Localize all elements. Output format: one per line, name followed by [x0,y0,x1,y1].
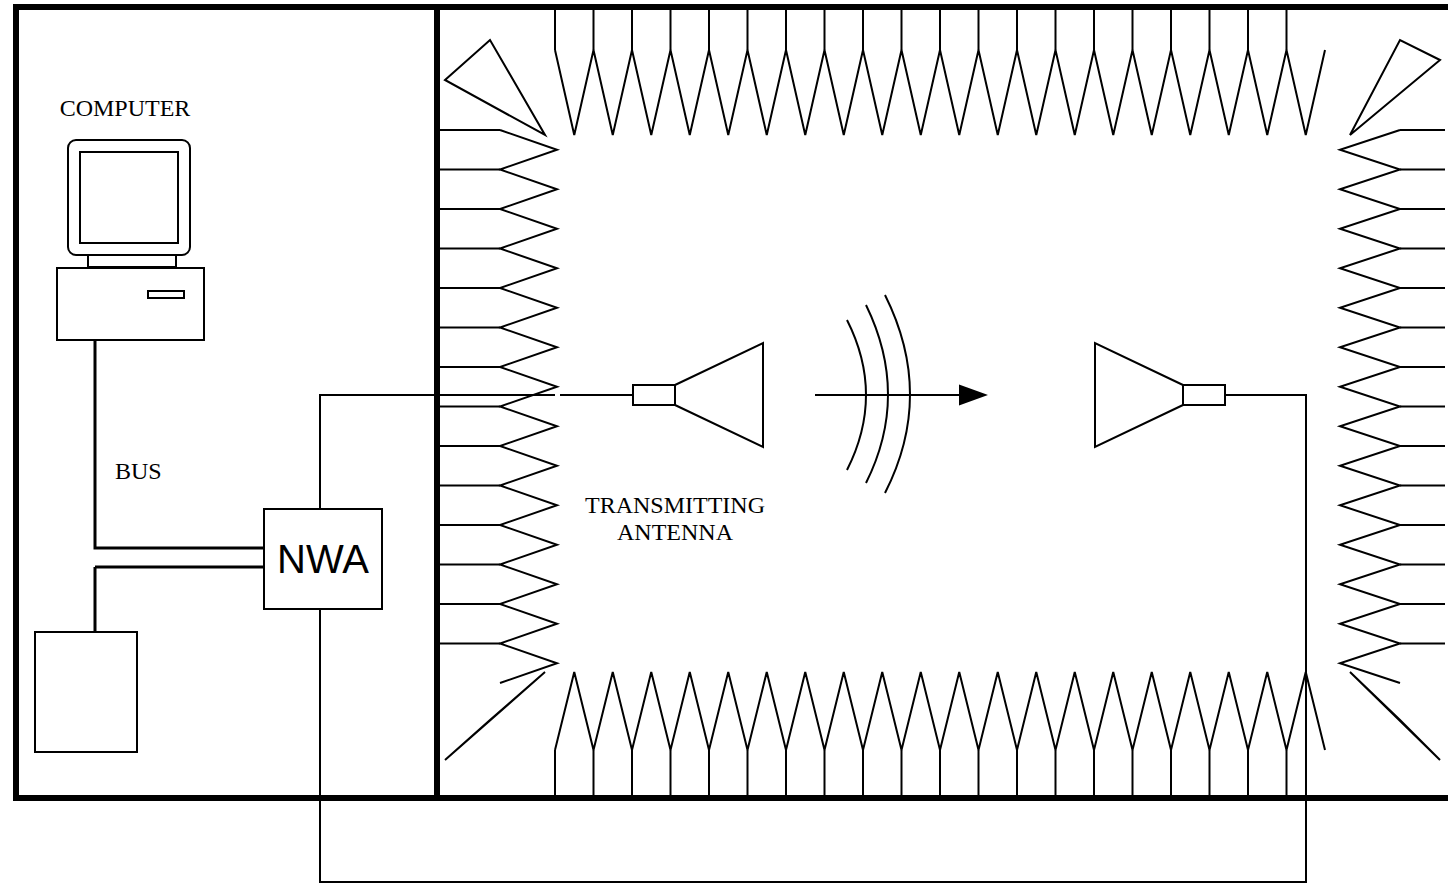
absorber-cone [1093,10,1095,50]
absorber-cone [1400,129,1445,131]
absorber-cone [708,10,710,50]
bus-connector [95,340,263,548]
absorber-cone [747,750,749,795]
computer-unit: COMPUTER [40,95,210,340]
absorber-cone [670,10,672,50]
absorber-cone [708,750,710,795]
absorber-cone [440,208,500,210]
absorber-cone [1247,10,1249,50]
absorber-cone [555,672,1325,750]
absorber-cone [440,129,500,131]
absorber-cone [554,750,556,795]
absorber-cone [824,750,826,795]
absorber-cone [1170,750,1172,795]
transmit-horn [560,343,763,447]
absorber-cone [1016,750,1018,795]
absorber-cone [1400,169,1445,171]
absorber-cone [747,10,749,50]
corner-absorber [445,40,545,135]
absorber-cone [824,10,826,50]
absorber-cone [1400,564,1445,566]
absorber-cone [1209,750,1211,795]
absorber-cone [670,750,672,795]
cable-connector [320,395,555,508]
absorber-cone [440,287,500,289]
absorber-cone [1400,248,1445,250]
absorber-cone [555,50,1325,135]
peripheral-box [35,632,137,752]
absorber-cone [1286,750,1288,795]
absorber-cone [1400,327,1445,329]
room-frame [16,7,1448,798]
absorber-cone [978,750,980,795]
bus-line [95,567,263,632]
absorber-cone [631,750,633,795]
chamber-wall [434,7,440,798]
absorber-cone [1132,10,1134,50]
absorber-cone [939,750,941,795]
absorber-cone [554,10,556,50]
corner-absorber [1350,40,1440,135]
absorber-cone [901,10,903,50]
absorber-cone [862,750,864,795]
absorber-cone [500,130,557,683]
absorber-cone [440,445,500,447]
absorber-cone [1400,287,1445,289]
absorber-cone [785,10,787,50]
edge-label: BUS [113,458,164,485]
absorber-cone [785,750,787,795]
absorber-cone [593,750,595,795]
absorber-cones [440,10,1445,795]
absorber-cone [1400,524,1445,526]
absorber-cone [440,169,500,171]
absorber-cone [440,603,500,605]
absorber-cone [1093,750,1095,795]
absorber-cone [1400,643,1445,645]
absorber-cone [1400,445,1445,447]
absorber-cone [1055,10,1057,50]
absorber-cone [1286,10,1288,50]
absorber-cone [1055,750,1057,795]
absorber-cone [978,10,980,50]
absorber-cone [1400,485,1445,487]
node-label: TRANSMITTING ANTENNA [560,492,790,545]
absorber-cone [440,248,500,250]
receive-horn [320,343,1306,882]
absorber-cone [901,750,903,795]
absorber-cone [440,327,500,329]
absorber-cone [1340,130,1400,683]
absorber-cone [1209,10,1211,50]
absorber-cone [1016,10,1018,50]
node-label: NWA [277,537,369,581]
antenna-unit: TRANSMITTING ANTENNA [555,340,795,545]
corner-absorber [445,672,545,760]
absorber-cone [631,10,633,50]
absorber-cone [1400,208,1445,210]
absorber-cone [939,10,941,50]
corner-absorber [1350,672,1440,760]
analyzer-box: NWA [263,508,383,610]
absorber-cone [1400,366,1445,368]
absorber-cone [440,366,500,368]
absorber-cone [440,524,500,526]
absorber-cone [1400,406,1445,408]
absorber-cone [1400,603,1445,605]
node-label: COMPUTER [60,95,191,121]
computer-drawing [57,140,204,340]
absorber-cone [593,10,595,50]
absorber-cone [1132,750,1134,795]
absorber-cone [440,564,500,566]
absorber-cone [1170,10,1172,50]
absorber-cone [440,485,500,487]
absorber-cone [1247,750,1249,795]
wave-symbol [815,295,985,493]
absorber-cone [440,406,500,408]
absorber-cone [440,643,500,645]
absorber-cone [862,10,864,50]
